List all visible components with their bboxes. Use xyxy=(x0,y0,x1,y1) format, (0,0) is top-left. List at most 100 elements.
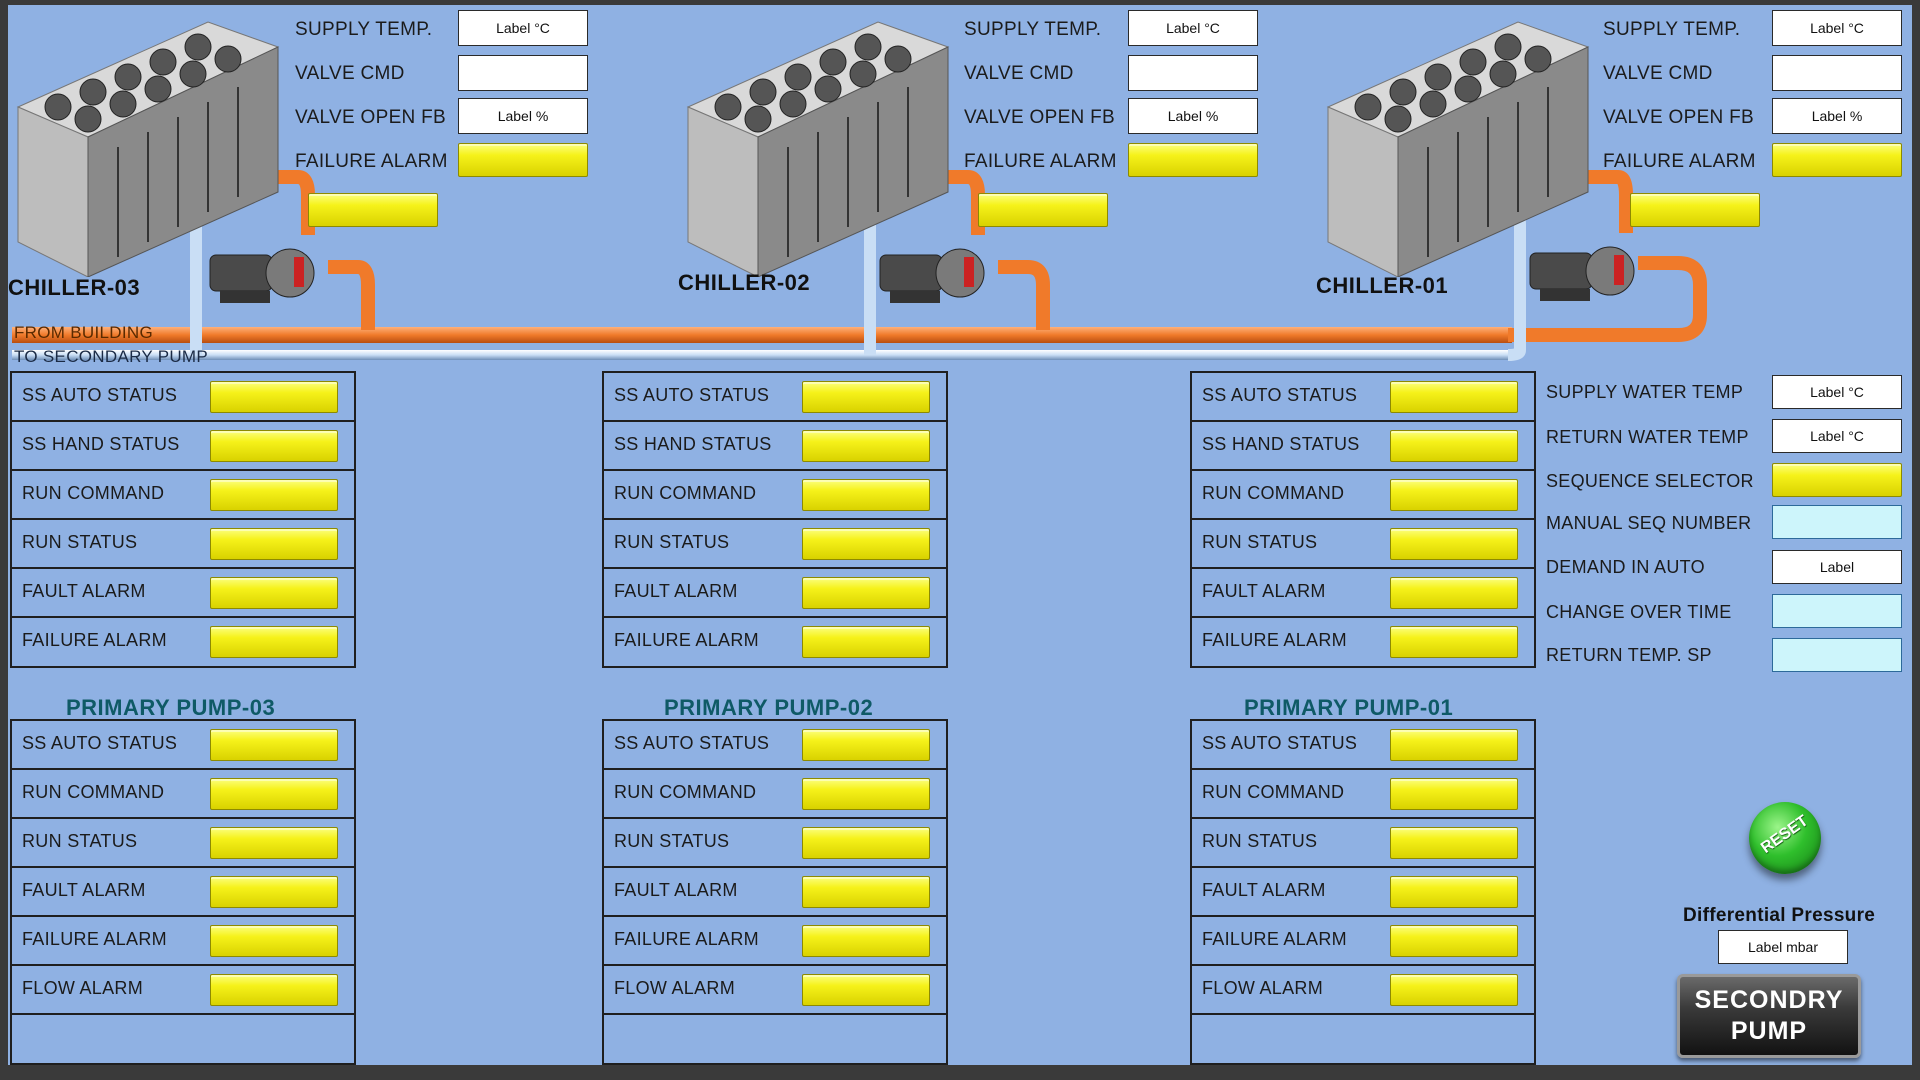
status-indicator xyxy=(802,729,930,761)
status-row-label: RUN STATUS xyxy=(614,532,730,552)
status-indicator xyxy=(1390,876,1518,908)
chiller-01-valve-cmd-input[interactable] xyxy=(1772,55,1902,91)
status-indicator xyxy=(1390,479,1518,511)
chiller-02-valve-cmd-label: VALVE CMD xyxy=(964,63,1074,84)
status-row-label: FAULT ALARM xyxy=(614,880,738,900)
from-building-label: FROM BUILDING xyxy=(14,323,153,342)
status-row: FAILURE ALARM xyxy=(1192,618,1534,666)
status-indicator xyxy=(802,528,930,560)
status-row-label: FAULT ALARM xyxy=(22,880,146,900)
chiller-03-valve-open-fb-value: Label % xyxy=(458,98,588,134)
status-row: FAILURE ALARM xyxy=(1192,917,1534,966)
status-indicator xyxy=(210,778,338,810)
chiller-03-valve-open-fb-label: VALVE OPEN FB xyxy=(295,107,447,128)
status-row: RUN COMMAND xyxy=(604,770,946,819)
chiller-01-valve-cmd-label: VALVE CMD xyxy=(1603,63,1713,84)
reset-button-label: RESET xyxy=(1757,812,1812,857)
chiller-02-supply-temp-value: Label °C xyxy=(1128,10,1258,46)
status-row-label: RUN COMMAND xyxy=(1202,483,1345,503)
status-row: RUN COMMAND xyxy=(1192,471,1534,520)
chiller-02-failure-alarm-indicator xyxy=(1128,143,1258,177)
status-row: SS AUTO STATUS xyxy=(604,373,946,422)
chiller-02-valve-cmd-input[interactable] xyxy=(1128,55,1258,91)
status-row: FAILURE ALARM xyxy=(604,618,946,666)
status-row-label: SS AUTO STATUS xyxy=(614,733,770,753)
status-row: SS HAND STATUS xyxy=(1192,422,1534,471)
status-row: FLOW ALARM xyxy=(1192,966,1534,1015)
demand-in-auto-value: Label xyxy=(1772,550,1902,584)
status-row-label: SS AUTO STATUS xyxy=(22,733,178,753)
status-indicator xyxy=(210,577,338,609)
status-row-label: RUN COMMAND xyxy=(22,483,165,503)
status-row: SS HAND STATUS xyxy=(12,422,354,471)
secondary-pump-button[interactable]: SECONDRY PUMP xyxy=(1677,974,1861,1058)
status-indicator xyxy=(210,626,338,658)
chiller-03-valve-cmd-label: VALVE CMD xyxy=(295,63,405,84)
status-row-label: RUN COMMAND xyxy=(1202,782,1345,802)
chiller-03-title: CHILLER-03 xyxy=(8,275,141,300)
scada-screen: CHILLER-03 CHILLER-02 CHILLER-01 FROM BU… xyxy=(8,5,1912,1065)
status-row: RUN COMMAND xyxy=(604,471,946,520)
status-row-label: FAULT ALARM xyxy=(1202,880,1326,900)
chiller-03-failure-alarm-indicator xyxy=(458,143,588,177)
chiller-03-supply-temp-label: SUPPLY TEMP. xyxy=(295,19,433,40)
status-indicator xyxy=(210,729,338,761)
status-row: SS AUTO STATUS xyxy=(12,373,354,422)
chiller-01-failure-alarm-indicator xyxy=(1772,143,1902,177)
status-row-label: FAILURE ALARM xyxy=(614,929,759,949)
status-row-label: RUN STATUS xyxy=(22,831,138,851)
status-indicator xyxy=(802,974,930,1006)
manual-seq-number-input[interactable] xyxy=(1772,505,1902,539)
status-row: RUN STATUS xyxy=(1192,819,1534,868)
status-row: FAULT ALARM xyxy=(1192,569,1534,618)
sequence-selector-indicator[interactable] xyxy=(1772,463,1902,497)
chiller-01-status-panel: SS AUTO STATUS SS HAND STATUS RUN COMMAN… xyxy=(1190,371,1536,668)
return-temp-sp-input[interactable] xyxy=(1772,638,1902,672)
status-row-label: FLOW ALARM xyxy=(1202,978,1324,998)
status-row-label: RUN STATUS xyxy=(614,831,730,851)
status-row-label: SS AUTO STATUS xyxy=(1202,733,1358,753)
return-temp-sp-label: RETURN TEMP. SP xyxy=(1546,645,1712,665)
status-row: RUN COMMAND xyxy=(12,471,354,520)
status-row-label: FAILURE ALARM xyxy=(22,630,167,650)
change-over-time-input[interactable] xyxy=(1772,594,1902,628)
chiller-03-valve-cmd-input[interactable] xyxy=(458,55,588,91)
status-row-label: RUN COMMAND xyxy=(614,483,757,503)
to-secondary-pump-label: TO SECONDARY PUMP xyxy=(14,347,209,366)
status-row: FLOW ALARM xyxy=(12,966,354,1015)
differential-pressure-label: Differential Pressure xyxy=(1683,905,1876,926)
pump-02-feedback-indicator xyxy=(978,193,1108,227)
status-indicator xyxy=(1390,626,1518,658)
status-row-label: FAULT ALARM xyxy=(22,581,146,601)
status-row: FAULT ALARM xyxy=(604,569,946,618)
status-row-label: RUN STATUS xyxy=(1202,831,1318,851)
differential-pressure-value: Label mbar xyxy=(1718,930,1848,964)
status-row-label: SS HAND STATUS xyxy=(1202,434,1360,454)
status-indicator xyxy=(210,430,338,462)
status-row-label: SS HAND STATUS xyxy=(22,434,180,454)
status-row-label: RUN STATUS xyxy=(22,532,138,552)
sequence-selector-label: SEQUENCE SELECTOR xyxy=(1546,471,1754,491)
status-indicator xyxy=(802,876,930,908)
status-row-label: FAULT ALARM xyxy=(614,581,738,601)
status-row: RUN STATUS xyxy=(604,819,946,868)
status-indicator xyxy=(802,626,930,658)
pump-02-icon[interactable] xyxy=(878,241,998,311)
chiller-03-failure-alarm-label: FAILURE ALARM xyxy=(295,151,448,172)
reset-button[interactable]: RESET xyxy=(1749,802,1821,874)
status-row: RUN COMMAND xyxy=(12,770,354,819)
pump-01-icon[interactable] xyxy=(1528,239,1648,309)
pump-03-icon[interactable] xyxy=(208,241,328,311)
status-indicator xyxy=(802,827,930,859)
pump-03-feedback-indicator xyxy=(308,193,438,227)
return-header-pipe xyxy=(12,327,1512,343)
demand-in-auto-label: DEMAND IN AUTO xyxy=(1546,557,1705,577)
status-row: RUN STATUS xyxy=(12,819,354,868)
status-row-label: FAILURE ALARM xyxy=(22,929,167,949)
status-indicator xyxy=(210,925,338,957)
status-indicator xyxy=(1390,381,1518,413)
change-over-time-label: CHANGE OVER TIME xyxy=(1546,602,1732,622)
status-indicator xyxy=(802,479,930,511)
status-row: SS HAND STATUS xyxy=(604,422,946,471)
status-indicator xyxy=(1390,528,1518,560)
